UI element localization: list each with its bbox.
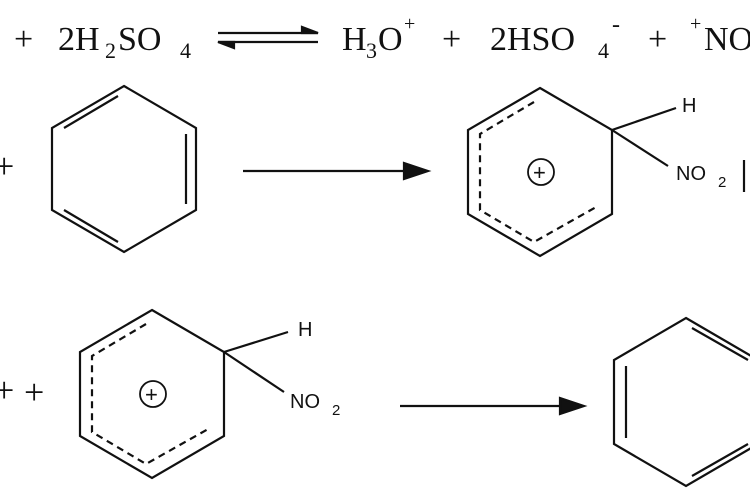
equation-plus-1: + <box>14 21 33 58</box>
row2-plus: + <box>0 146 14 186</box>
equation-plus-3: + <box>648 21 667 58</box>
row3-nitro-label: NO <box>290 391 320 413</box>
bisulfate-2hso: 2HSO <box>490 21 575 58</box>
row3-positive-charge-icon: + <box>145 382 158 407</box>
row2-hydrogen-label: H <box>682 95 696 117</box>
hydronium-h: H <box>342 21 367 58</box>
sigma-complex-ring <box>466 86 677 258</box>
reaction-arrow-2-icon <box>400 396 588 416</box>
reaction-row-3: + + + H NO 2 <box>0 308 750 488</box>
bisulfate-charge: - <box>612 12 620 38</box>
row2-nitro-sub: 2 <box>718 174 726 191</box>
nitronium-charge: + <box>690 13 701 35</box>
equation-plus-2: + <box>442 21 461 58</box>
reaction-arrow-icon <box>243 161 432 181</box>
reaction-row-2: + + H NO 2 <box>0 84 746 258</box>
product-ring <box>612 316 750 488</box>
bisulfate-sub-4: 4 <box>598 38 609 63</box>
row2-positive-charge-icon: + <box>533 160 546 185</box>
sulfuric-acid-2h: 2H <box>58 21 100 58</box>
row2-nitro-label: NO <box>676 163 706 185</box>
row3-plus: + <box>24 372 44 412</box>
sulfuric-acid-sub-2: 2 <box>105 38 116 63</box>
sulfuric-acid-so: SO <box>118 21 161 58</box>
benzene-ring <box>50 84 198 254</box>
nitronium-text: NO <box>704 21 750 58</box>
hydronium-charge: + <box>404 13 415 35</box>
row3-hydrogen-label: H <box>298 319 312 341</box>
sulfuric-acid-sub-4: 4 <box>180 38 191 63</box>
hydronium-o: O <box>378 21 403 58</box>
hydronium-sub-3: 3 <box>366 38 377 63</box>
equation-row: + 2H 2 SO 4 H 3 O + + 2HSO 4 - + + NO <box>14 12 750 63</box>
row3-nitro-sub: 2 <box>332 402 340 419</box>
sigma-complex-ring-2 <box>78 308 289 480</box>
equilibrium-arrow-icon <box>217 25 319 50</box>
row3-left-plus: + <box>0 370 14 410</box>
